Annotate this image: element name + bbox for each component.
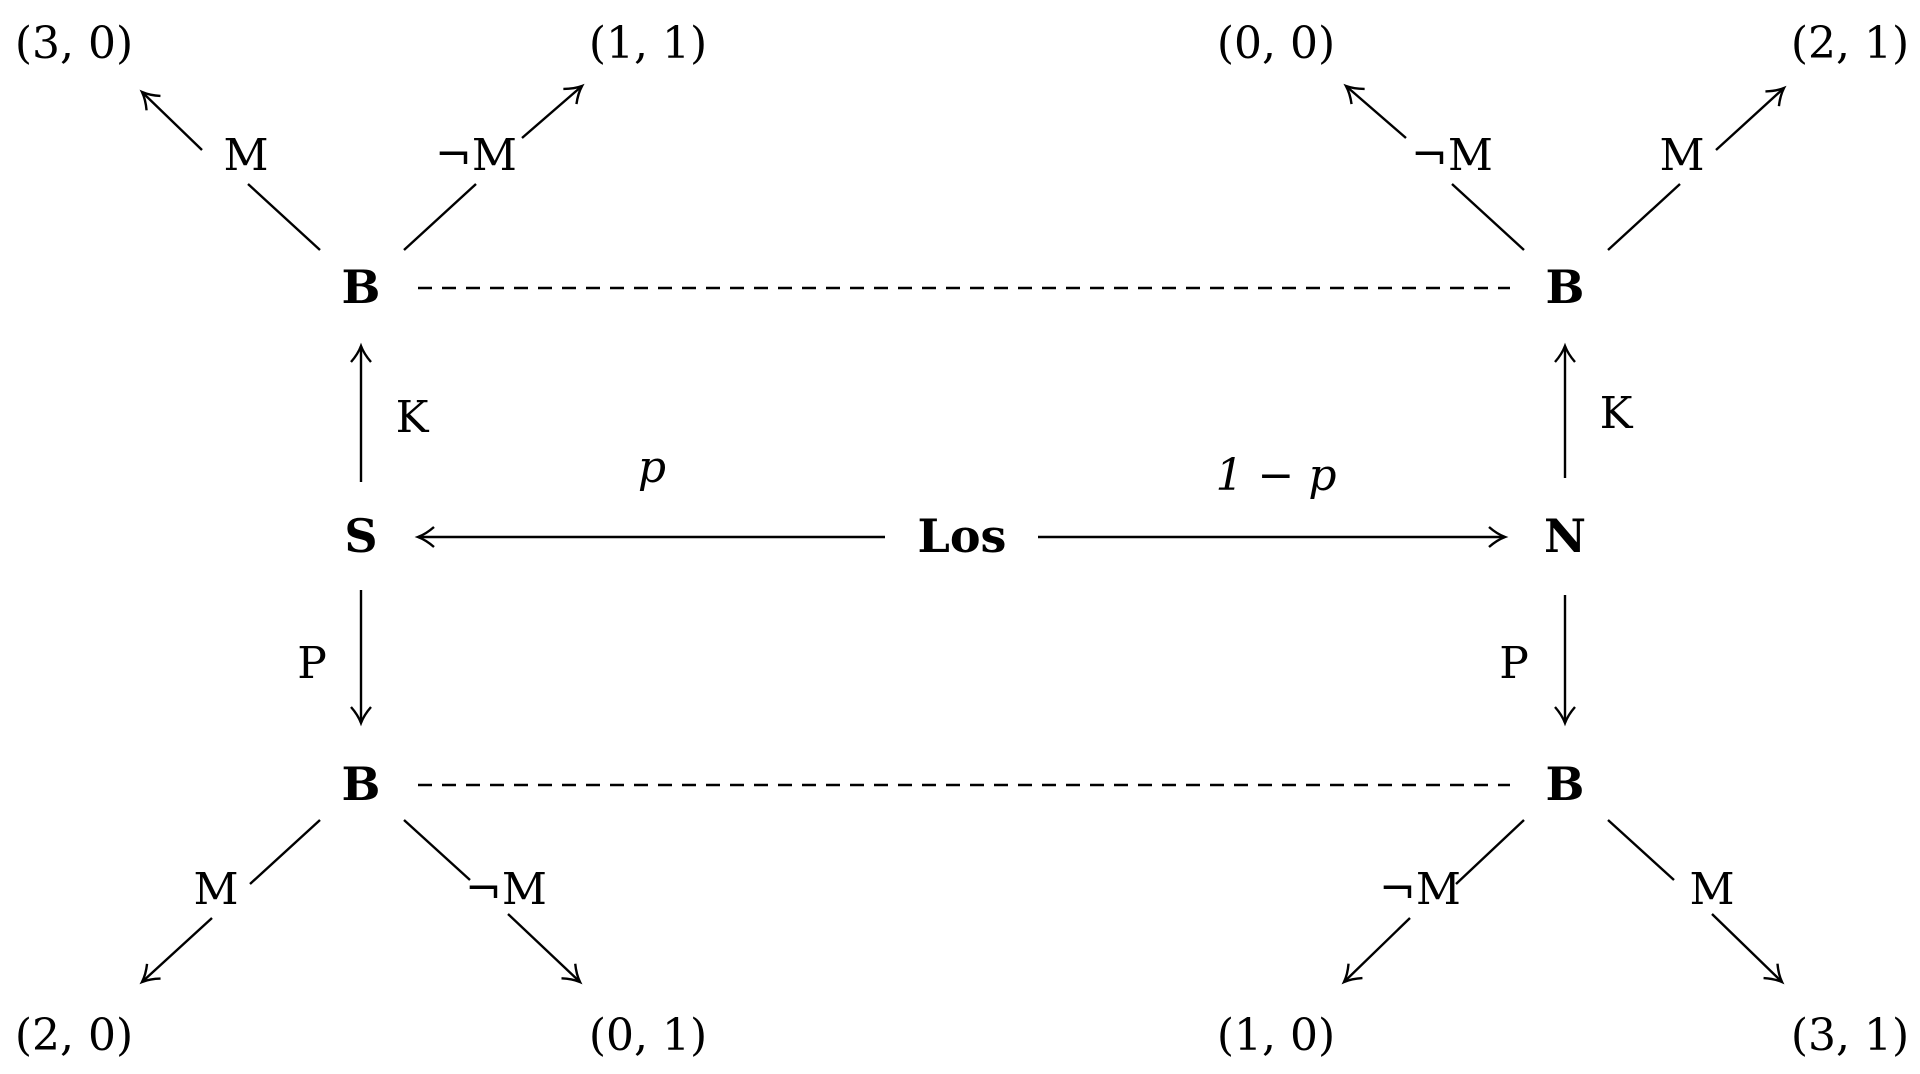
- edge-label-br-left: ¬M: [1379, 864, 1461, 915]
- payoff-br-right: (3, 1): [1791, 1010, 1909, 1061]
- edge-br-left-upper: [1455, 819, 1525, 885]
- edge-tl-right-upper: [521, 83, 585, 139]
- payoff-bl-right: (0, 1): [589, 1010, 707, 1061]
- payoff-tr-right: (2, 1): [1791, 18, 1909, 69]
- edge-bl-right-lower: [507, 913, 583, 985]
- edge-bl-right-upper: [403, 819, 471, 881]
- edge-label-tr-right: M: [1659, 130, 1704, 181]
- edge-bl-left-lower: [139, 917, 213, 985]
- node-south: S: [344, 509, 377, 563]
- edge-tr-right-upper: [1715, 85, 1787, 151]
- edge-label-root-north: 1 − p: [1216, 450, 1337, 501]
- node-root: Los: [918, 509, 1007, 563]
- edge-label-br-right: M: [1689, 864, 1734, 915]
- payoff-bl-left: (2, 0): [15, 1010, 133, 1061]
- edge-label-bl-right: ¬M: [465, 864, 547, 915]
- edge-label-bl-left: M: [193, 864, 238, 915]
- edge-tr-right-lower: [1607, 183, 1681, 251]
- payoff-tr-left: (0, 0): [1217, 18, 1335, 69]
- edge-label-north-up: K: [1600, 388, 1634, 439]
- edge-label-north-down: P: [1499, 638, 1529, 689]
- edge-label-tl-right: ¬M: [435, 130, 517, 181]
- edge-tr-left-lower: [1451, 183, 1525, 251]
- edge-tr-left-upper: [1343, 83, 1407, 139]
- edge-label-root-south: p: [638, 442, 666, 493]
- edge-tl-left-lower: [247, 183, 321, 251]
- payoff-tl-left: (3, 0): [15, 18, 133, 69]
- edge-label-south-up: K: [396, 392, 430, 443]
- node-belief-north-top: B: [1546, 260, 1585, 314]
- edge-label-tr-left: ¬M: [1411, 130, 1493, 181]
- node-north: N: [1544, 509, 1586, 563]
- edge-br-right-lower: [1711, 913, 1785, 985]
- edge-label-south-down: P: [297, 638, 327, 689]
- node-belief-south-top: B: [342, 260, 381, 314]
- edge-br-right-upper: [1607, 819, 1675, 881]
- payoff-tl-right: (1, 1): [589, 18, 707, 69]
- node-belief-south-bottom: B: [342, 757, 381, 811]
- edge-br-left-lower: [1341, 917, 1411, 985]
- payoff-br-left: (1, 0): [1217, 1010, 1335, 1061]
- edge-label-tl-left: M: [223, 130, 268, 181]
- edge-tl-right-lower: [403, 183, 477, 251]
- edge-bl-left-upper: [249, 819, 321, 885]
- edge-tl-left-upper: [139, 89, 203, 151]
- node-belief-north-bottom: B: [1546, 757, 1585, 811]
